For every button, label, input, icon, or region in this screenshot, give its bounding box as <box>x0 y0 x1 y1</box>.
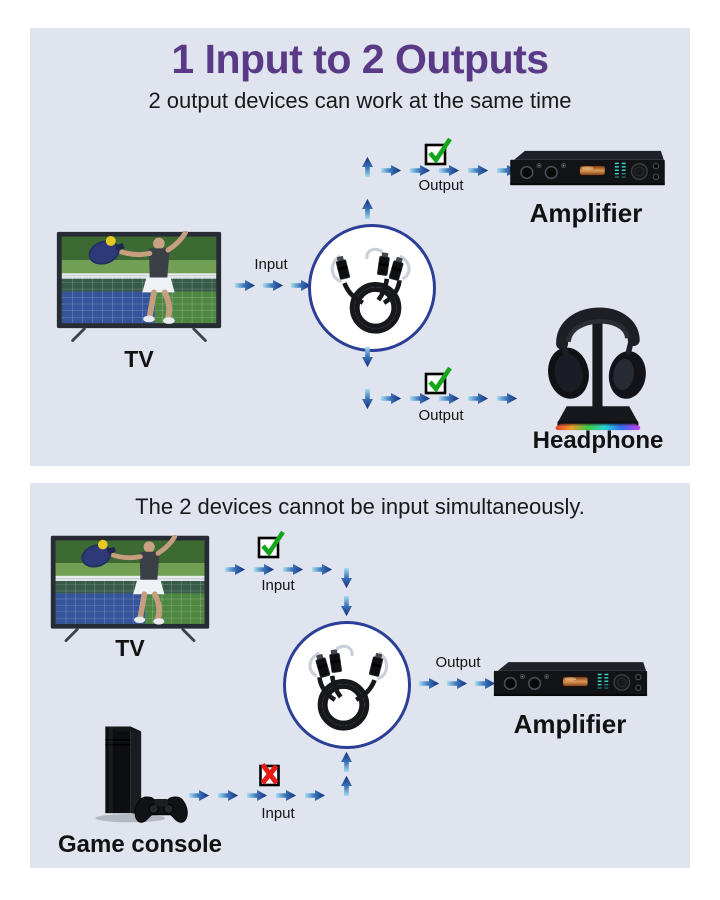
page-title: 1 Input to 2 Outputs <box>171 36 549 82</box>
arrow-down-icon <box>362 346 373 368</box>
arrow-right-icon <box>311 564 333 575</box>
optical-cable-image <box>319 235 425 341</box>
arrow-right-icon <box>380 165 402 176</box>
amplifier-label: Amplifier <box>513 709 627 739</box>
tv-input-label: Input <box>261 577 295 594</box>
arrow-right-icon <box>253 564 275 575</box>
console-input-label: Input <box>261 805 295 822</box>
arrow-right-icon <box>275 790 297 801</box>
arrow-up-icon <box>362 156 373 178</box>
output-label-upper: Output <box>418 177 464 194</box>
output-arrows <box>418 677 496 690</box>
arrow-down-icon <box>341 595 352 617</box>
arrow-right-icon <box>262 280 284 291</box>
arrow-up-icon <box>341 751 352 773</box>
arrow-right-icon <box>224 564 246 575</box>
arrow-right-icon <box>474 678 496 689</box>
arrow-right-icon <box>496 393 518 404</box>
arrow-right-icon <box>234 280 256 291</box>
arrow-right-icon <box>438 165 460 176</box>
amplifier-label: Amplifier <box>529 198 643 228</box>
arrows-down-to-cable <box>340 567 353 617</box>
arrow-down-icon <box>341 567 352 589</box>
optical-cable-circle <box>308 224 436 352</box>
arrow-right-icon <box>446 678 468 689</box>
tv-label: TV <box>115 635 145 661</box>
checkbox-cross-icon <box>258 759 284 787</box>
arrow-right-icon <box>304 790 326 801</box>
input-arrows <box>234 279 312 292</box>
arrow-right-icon <box>467 393 489 404</box>
arrow-up-icon <box>341 775 352 797</box>
arrows-up-to-amplifier <box>361 156 374 220</box>
page-subtitle: 2 output devices can work at the same ti… <box>148 88 572 113</box>
input-label: Input <box>254 256 288 273</box>
amplifier-image <box>490 659 650 704</box>
headphone-image <box>528 283 666 432</box>
bottom-panel-title: The 2 devices cannot be input simultaneo… <box>135 494 585 519</box>
arrow-right-icon <box>467 165 489 176</box>
arrow-right-icon <box>418 678 440 689</box>
tv-input-arrows <box>224 563 333 576</box>
arrows-up-to-cable <box>340 751 353 797</box>
amplifier-image <box>506 148 668 193</box>
arrow-right-icon <box>438 393 460 404</box>
checkbox-check-icon <box>424 136 452 166</box>
arrow-right-icon <box>246 790 268 801</box>
arrow-right-icon <box>217 790 239 801</box>
tv-image <box>56 231 222 343</box>
checkbox-check-icon <box>257 529 285 559</box>
arrows-to-headphone <box>380 392 518 405</box>
top-panel: 1 Input to 2 Outputs 2 output devices ca… <box>30 28 690 466</box>
optical-cable-circle <box>283 621 411 749</box>
arrow-down-icon <box>362 388 373 410</box>
console-input-arrows <box>188 789 326 802</box>
arrow-right-icon <box>290 280 312 291</box>
checkbox-check-icon <box>424 365 452 395</box>
tv-image <box>50 535 210 643</box>
arrow-right-icon <box>380 393 402 404</box>
output-label-lower: Output <box>418 407 464 424</box>
arrow-right-icon <box>282 564 304 575</box>
tv-label: TV <box>124 346 154 372</box>
headphone-label: Headphone <box>532 427 664 454</box>
arrow-right-icon <box>409 165 431 176</box>
bottom-panel: The 2 devices cannot be input simultaneo… <box>30 483 690 868</box>
arrow-right-icon <box>188 790 210 801</box>
game-console-label: Game console <box>57 831 223 858</box>
arrows-down-to-headphone <box>361 346 374 410</box>
optical-cable-image <box>294 632 400 738</box>
arrow-up-icon <box>362 198 373 220</box>
game-console-image <box>72 723 197 840</box>
output-label: Output <box>435 654 481 671</box>
arrow-right-icon <box>409 393 431 404</box>
